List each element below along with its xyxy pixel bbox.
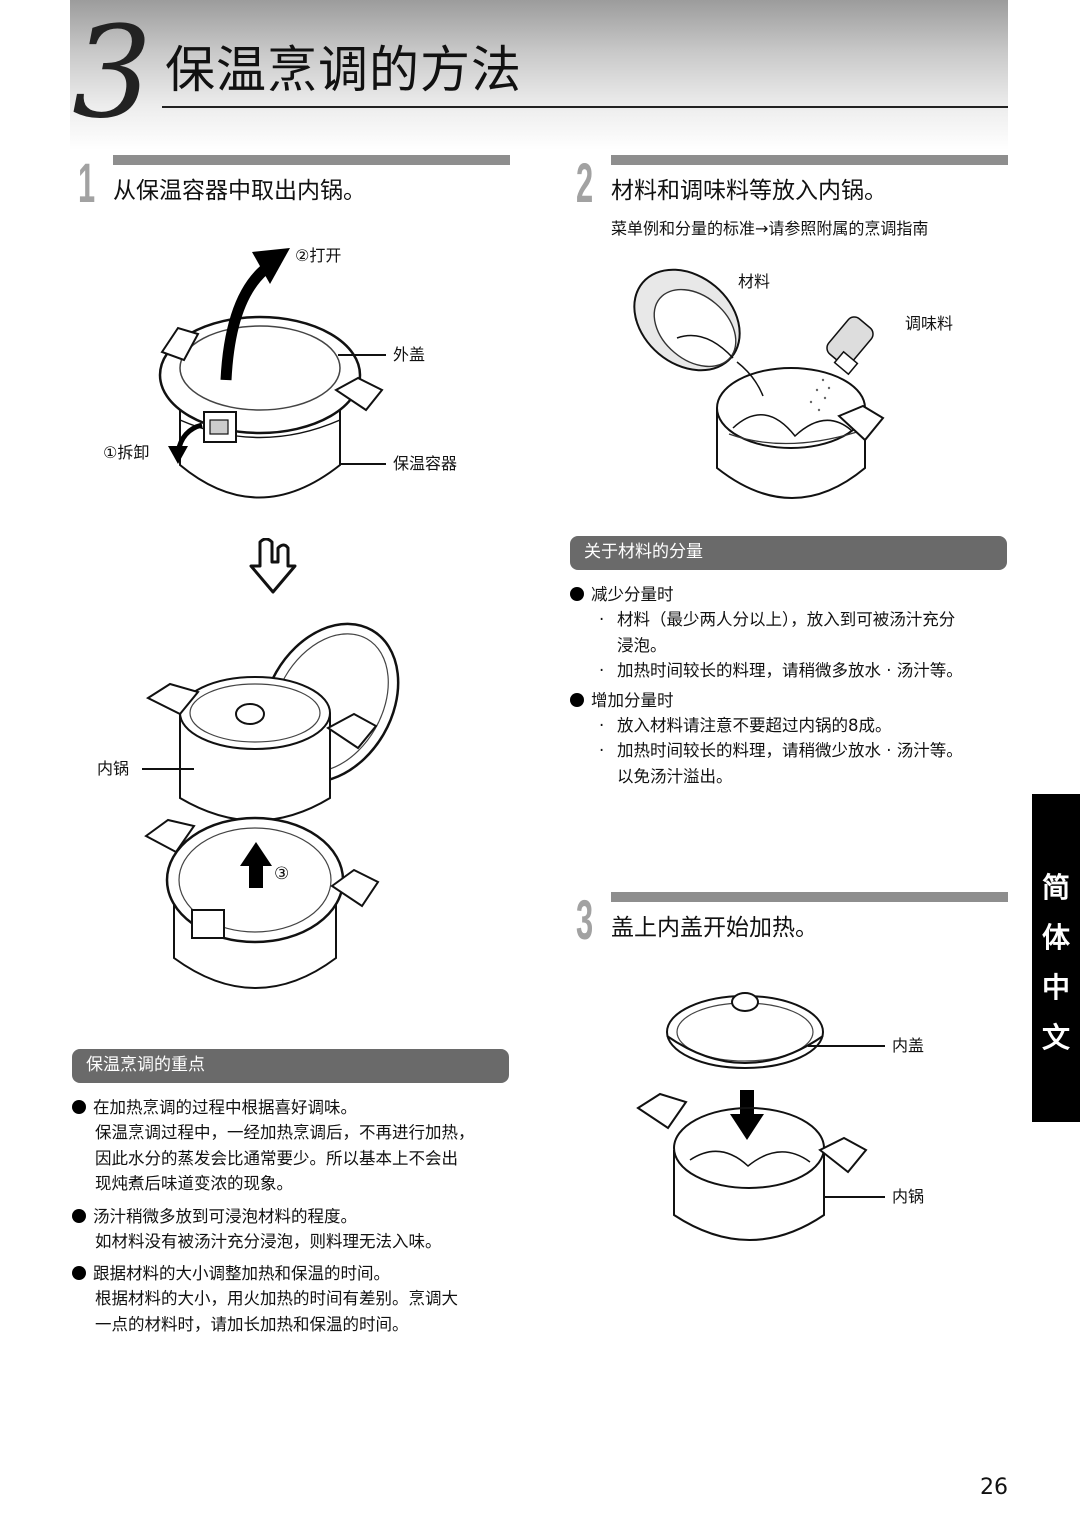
increase-title: 增加分量时 bbox=[591, 690, 674, 710]
label-container: 保温容器 bbox=[393, 454, 458, 473]
key-point-1-title: 在加热烹调的过程中根据喜好调味。 bbox=[93, 1098, 357, 1117]
decrease-item-2: · 加热时间较长的料理，请稍微多放水 · 汤汁等。 bbox=[570, 658, 1010, 684]
key-point-3-body: 根据材料的大小，用火加热的时间有差别。烹调大 一点的材料时，请加长加热和保温的时… bbox=[72, 1286, 512, 1337]
figure-open-container bbox=[158, 248, 384, 499]
figure-add-ingredients bbox=[633, 268, 885, 499]
dot-marker: · bbox=[599, 741, 605, 760]
label-inner-pot: 内锅 bbox=[97, 759, 130, 778]
step-1-text: 从保温容器中取出内锅。 bbox=[113, 178, 366, 204]
step-2-reference: 菜单例和分量的标准→请参照附属的烹调指南 bbox=[611, 219, 929, 238]
label-ingredients: 材料 bbox=[738, 272, 771, 291]
increase-title-row: 增加分量时 bbox=[570, 688, 1010, 713]
page-number: 26 bbox=[980, 1475, 1008, 1500]
key-point-1-line: 因此水分的蒸发会比通常要少。所以基本上不会出 bbox=[95, 1148, 458, 1168]
key-point-2-body: 如材料没有被汤汁充分浸泡，则料理无法入味。 bbox=[72, 1229, 512, 1255]
step-2-text: 材料和调味料等放入内锅。 bbox=[611, 178, 887, 204]
bullet-icon bbox=[570, 692, 584, 707]
leader-inner-pot bbox=[142, 768, 194, 770]
bullet-icon bbox=[72, 1208, 86, 1223]
language-tab-char: 体 bbox=[1041, 921, 1070, 954]
key-point-2-title: 汤汁稍微多放到可浸泡材料的程度。 bbox=[93, 1206, 357, 1226]
bullet-icon bbox=[72, 1266, 86, 1280]
increase-item-1-line: 放入材料请注意不要超过内锅的8成。 bbox=[617, 715, 892, 735]
section-title: 保温烹调的方法 bbox=[165, 41, 522, 99]
key-point-1-line: 现炖煮后味道变浓的现象。 bbox=[95, 1174, 293, 1193]
decrease-title-row: 减少分量时 bbox=[570, 582, 1010, 607]
key-point-2: 汤汁稍微多放到可浸泡材料的程度。 bbox=[72, 1204, 512, 1229]
leader-container bbox=[340, 463, 386, 465]
increase-item-2-line: 加热时间较长的料理，请稍微少放水 · 汤汁等。 bbox=[617, 741, 963, 760]
label-unlock: ①拆卸 bbox=[103, 443, 150, 462]
key-point-3-line: 一点的材料时，请加长加热和保温的时间。 bbox=[95, 1314, 409, 1334]
label-lift: ③ bbox=[274, 864, 290, 884]
step-3-number: 3 bbox=[576, 888, 594, 951]
decrease-item-1: · 材料（最少两人分以上），放入到可被汤汁充分 浸泡。 bbox=[570, 607, 1010, 658]
decrease-title: 减少分量时 bbox=[591, 585, 674, 604]
step-3-text: 盖上内盖开始加热。 bbox=[611, 915, 818, 941]
key-points-list: 在加热烹调的过程中根据喜好调味。 保温烹调过程中，一经加热烹调后，不再进行加热，… bbox=[72, 1095, 512, 1337]
key-point-1-body: 保温烹调过程中，一经加热烹调后，不再进行加热， 因此水分的蒸发会比通常要少。所以… bbox=[72, 1120, 512, 1197]
figure-inner-pot bbox=[144, 622, 400, 989]
decrease-item-1-line: 浸泡。 bbox=[617, 635, 667, 655]
label-seasoning: 调味料 bbox=[905, 314, 954, 333]
key-point-3-line: 根据材料的大小，用火加热的时间有差别。烹调大 bbox=[95, 1289, 458, 1308]
section-number: 3 bbox=[72, 0, 153, 146]
step-1-bar bbox=[113, 155, 510, 165]
key-point-1-line: 保温烹调过程中，一经加热烹调后，不再进行加热， bbox=[95, 1123, 475, 1142]
figure-cover-pot bbox=[636, 992, 868, 1241]
key-point-1: 在加热烹调的过程中根据喜好调味。 bbox=[72, 1095, 512, 1120]
dot-marker: · bbox=[599, 715, 605, 735]
language-tab-char: 简 bbox=[1041, 871, 1070, 904]
step-3-bar bbox=[611, 892, 1008, 902]
key-points-title: 保温烹调的重点 bbox=[72, 1049, 509, 1083]
title-rule bbox=[162, 106, 1008, 108]
key-point-2-line: 如材料没有被汤汁充分浸泡，则料理无法入味。 bbox=[95, 1231, 442, 1251]
step-1-number: 1 bbox=[78, 151, 96, 214]
step-2-bar bbox=[611, 155, 1008, 165]
down-arrow-icon bbox=[249, 538, 297, 594]
dot-marker: · bbox=[599, 610, 605, 629]
bullet-icon bbox=[72, 1100, 86, 1114]
leader-inner-pot-3 bbox=[824, 1196, 885, 1198]
decrease-item-2-line: 加热时间较长的料理，请稍微多放水 · 汤汁等。 bbox=[617, 661, 963, 680]
key-point-3-title: 跟据材料的大小调整加热和保温的时间。 bbox=[93, 1264, 390, 1283]
increase-item-2: · 加热时间较长的料理，请稍微少放水 · 汤汁等。 以免汤汁溢出。 bbox=[570, 738, 1010, 789]
dot-marker: · bbox=[599, 661, 605, 680]
amounts-title: 关于材料的分量 bbox=[570, 536, 1007, 570]
increase-item-1: · 放入材料请注意不要超过内锅的8成。 bbox=[570, 713, 1010, 739]
label-outer-lid: 外盖 bbox=[393, 345, 426, 364]
step-2-number: 2 bbox=[576, 151, 594, 214]
amounts-list: 减少分量时 · 材料（最少两人分以上），放入到可被汤汁充分 浸泡。 · 加热时间… bbox=[570, 582, 1010, 789]
label-open: ②打开 bbox=[295, 246, 342, 265]
label-inner-lid: 内盖 bbox=[892, 1036, 925, 1055]
label-inner-pot-3: 内锅 bbox=[892, 1187, 925, 1206]
header-band bbox=[70, 0, 1008, 150]
language-tab: 简 体 中 文 bbox=[1032, 794, 1080, 1122]
leader-outer-lid bbox=[338, 354, 386, 356]
key-point-3: 跟据材料的大小调整加热和保温的时间。 bbox=[72, 1261, 512, 1286]
increase-item-2-line: 以免汤汁溢出。 bbox=[617, 766, 733, 786]
leader-inner-lid bbox=[808, 1045, 885, 1047]
language-tab-char: 文 bbox=[1041, 1021, 1070, 1054]
decrease-item-1-line: 材料（最少两人分以上），放入到可被汤汁充分 bbox=[617, 610, 956, 629]
bullet-icon bbox=[570, 587, 584, 601]
language-tab-char: 中 bbox=[1041, 971, 1070, 1004]
